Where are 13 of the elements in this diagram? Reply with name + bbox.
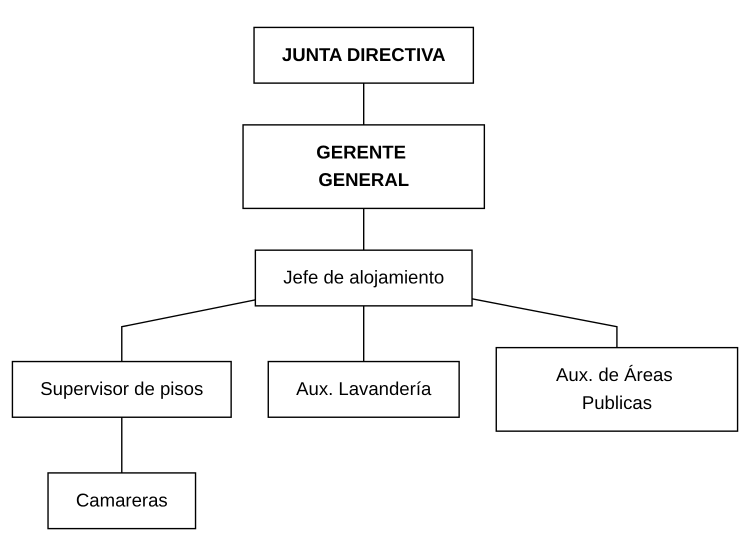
node-box: Camareras [47, 472, 196, 530]
node-box: Aux. Lavandería [268, 361, 460, 418]
node-box: GERENTE GENERAL [242, 124, 486, 210]
connector [363, 306, 364, 362]
connector [121, 300, 256, 362]
node-box: Aux. de Áreas Publicas [496, 347, 738, 432]
node-box: JUNTA DIRECTIVA [253, 27, 474, 84]
node-box: Supervisor de pisos [12, 361, 232, 418]
node-box: Jefe de alojamiento [254, 250, 473, 308]
connector [363, 84, 364, 126]
connector [363, 208, 364, 251]
connector [472, 298, 618, 348]
connector [121, 418, 122, 474]
